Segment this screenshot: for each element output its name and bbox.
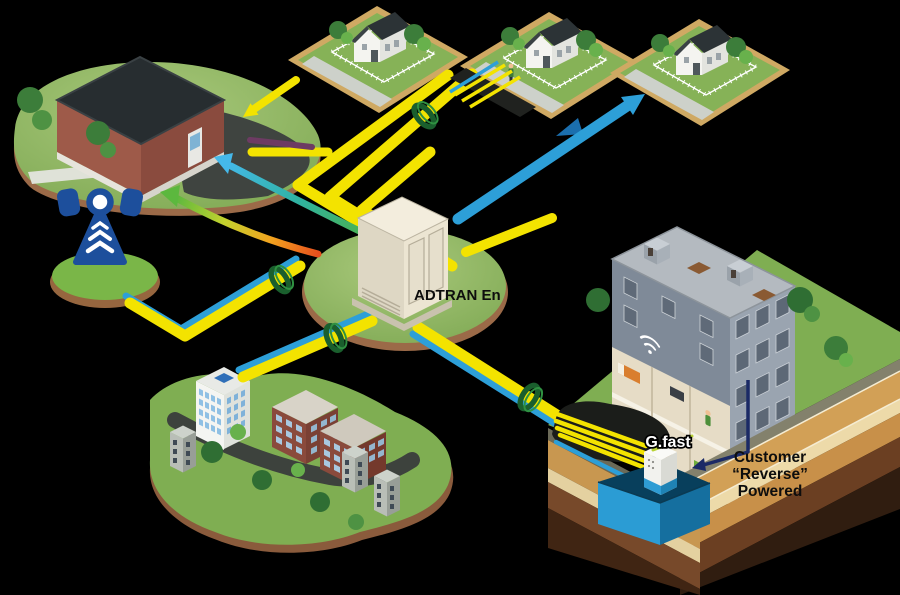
wifi-icon	[639, 335, 661, 355]
purple-service-line	[247, 137, 315, 150]
cabinet-door-1	[408, 237, 425, 305]
residential-lot-2	[460, 12, 640, 119]
central-office-building	[54, 55, 227, 203]
reverse-power-arrow	[692, 380, 750, 471]
house-2	[523, 18, 582, 68]
mdu-roads	[679, 359, 900, 595]
fiber-campus-cabinet	[237, 315, 378, 383]
cabinet-plinth	[352, 298, 452, 331]
cell-tower-icon	[57, 188, 143, 265]
lot1-trees	[329, 21, 431, 51]
co-left-wall	[57, 100, 141, 196]
co-foundation-right	[141, 152, 224, 203]
blue-arrowhead	[621, 94, 645, 115]
tv	[670, 386, 684, 402]
lot3-road	[624, 69, 714, 120]
co-foundation-left	[57, 152, 141, 203]
floor-slab	[612, 392, 730, 456]
co-roof	[54, 55, 227, 146]
tree	[586, 288, 610, 312]
customer-line3: Powered	[738, 483, 803, 500]
roof-picnic-table	[752, 289, 776, 301]
fiber-drop-house1	[250, 76, 300, 113]
fiber-tower-cabinet	[124, 260, 306, 342]
customer-line2: “Reverse”	[732, 466, 808, 483]
lot3-trees	[651, 34, 753, 64]
underground-vault	[548, 401, 711, 595]
adtran-cabinet: ADTRAN En	[352, 196, 501, 331]
business-campus	[149, 367, 454, 553]
road-lines	[679, 370, 900, 516]
lot2-trees	[501, 27, 603, 57]
person	[705, 410, 711, 427]
residential-lot-3	[610, 19, 790, 126]
co-right-wall	[141, 100, 224, 196]
residential-lot-1	[288, 6, 468, 113]
gfast-dpu-unit	[644, 444, 677, 495]
window-grid	[227, 389, 245, 435]
window-grid	[623, 276, 714, 367]
mdu-trees	[787, 287, 874, 405]
co-door-glass	[190, 132, 200, 151]
cabinet-left-face	[358, 218, 404, 319]
gfast-drop-line	[651, 434, 694, 452]
central-office-trees	[17, 87, 116, 158]
house-1	[351, 12, 410, 62]
fiber-segment	[461, 213, 557, 257]
soil-layer-deep	[548, 508, 700, 595]
vault-pit	[597, 462, 711, 545]
window-grid	[199, 388, 221, 436]
cell-tower	[50, 188, 160, 308]
soil-layer-brown	[548, 482, 700, 589]
navy-arrowhead	[692, 458, 706, 471]
window-grid	[735, 293, 790, 442]
gfast-label: G.fast	[645, 434, 691, 451]
cabinet-door-2	[428, 227, 444, 295]
yellow-arrowhead	[243, 103, 259, 117]
campus-office-building	[196, 367, 250, 450]
house-3	[673, 25, 732, 75]
cyan-arrowhead	[214, 153, 233, 174]
lot1-road	[302, 56, 392, 107]
lot2-road	[474, 62, 564, 113]
cable-coils	[268, 101, 544, 413]
campus-small-towers	[170, 425, 400, 517]
lot2-underground-cutaway	[449, 60, 536, 117]
customer-line1: Customer	[734, 449, 806, 466]
house3-door	[693, 63, 700, 75]
roof-penthouse-1	[644, 237, 670, 265]
house1-door	[371, 50, 378, 62]
solar-panel	[214, 373, 234, 383]
conduit-fiber-cables	[553, 411, 659, 475]
gradient-line-green-red	[172, 194, 322, 258]
copper-line-house3	[452, 100, 633, 225]
house2-door	[543, 56, 550, 68]
roof-picnic-table	[687, 262, 711, 274]
cabinet-label: ADTRAN En	[414, 287, 501, 304]
customer-reverse-powered-label: Customer “Reverse” Powered	[732, 449, 808, 500]
blue-arrowhead-small	[556, 118, 583, 136]
campus-trees	[201, 424, 364, 530]
cabinet-top	[356, 196, 450, 242]
cabinet-vents	[361, 287, 401, 316]
roof-penthouse-2	[727, 259, 753, 287]
cables	[122, 68, 645, 428]
copper-campus-cabinet	[235, 310, 372, 374]
green-arrowhead	[160, 185, 180, 207]
